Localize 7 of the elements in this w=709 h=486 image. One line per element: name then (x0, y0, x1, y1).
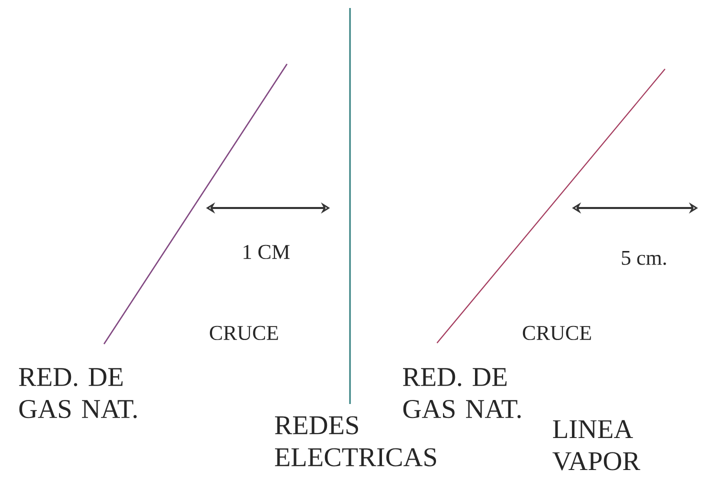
crossing-label: CRUCE (522, 326, 591, 340)
pipe-label: RED. DE GAS NAT. (403, 368, 521, 418)
pipe-label: LINEA VAPOR (552, 420, 640, 470)
dimension-label: 1 CM (244, 244, 290, 260)
crossing-label: CRUCE (210, 326, 278, 340)
dimension-label: 5 cm. (622, 250, 666, 266)
pipe-label: RED. DE GAS NAT. (19, 368, 137, 418)
